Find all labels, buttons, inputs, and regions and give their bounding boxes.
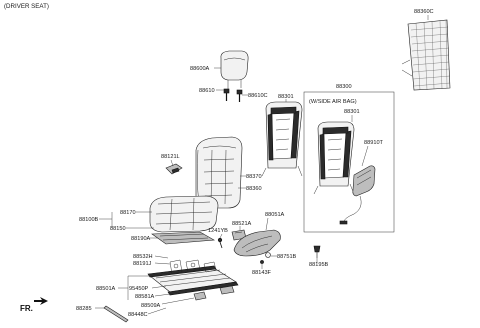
screw-88143F[interactable] — [260, 260, 264, 264]
label-88448C: 88448C — [128, 312, 148, 318]
seatback-mesh-88360C[interactable] — [401, 19, 451, 91]
label-88370: 88370 — [246, 174, 262, 180]
label-88100B: 88100B — [79, 217, 99, 223]
label-88360C: 88360C — [414, 9, 434, 15]
label-88195B: 88195B — [309, 262, 329, 268]
label-88360: 88360 — [246, 186, 262, 192]
seat-cushion-88170[interactable] — [149, 195, 219, 233]
seat-track-88501A[interactable] — [147, 259, 239, 301]
headrest-guide-88610C[interactable] — [236, 89, 243, 102]
label-88170: 88170 — [120, 210, 136, 216]
headrest-guide-88610[interactable] — [223, 88, 230, 101]
label-1241YB: 1241YB — [208, 228, 228, 234]
label-88610: 88610 — [199, 88, 215, 94]
clip-88195B[interactable] — [313, 245, 321, 258]
airbag-variant-box — [303, 91, 395, 233]
diagram-title: (DRIVER SEAT) — [4, 3, 49, 10]
label-88610C: 88610C — [248, 93, 268, 99]
seatback-frame-88301-airbag[interactable] — [313, 121, 355, 195]
label-88190A: 88190A — [131, 236, 151, 242]
label-88051A: 88051A — [265, 212, 285, 218]
label-88285: 88285 — [76, 306, 92, 312]
label-88509A: 88509A — [141, 303, 161, 309]
seatback-cover-88370[interactable] — [195, 136, 243, 209]
front-direction-label: FR. — [20, 304, 33, 313]
front-direction-arrow-icon — [34, 297, 48, 305]
label-88501A: 88501A — [96, 286, 116, 292]
label-88581A: 88581A — [135, 294, 155, 300]
label-88301-a: 88301 — [278, 94, 294, 100]
cushion-pan-88190A[interactable] — [151, 231, 215, 245]
label-88150: 88150 — [110, 226, 126, 232]
bolt-1241YB[interactable] — [217, 237, 223, 249]
label-88910T: 88910T — [364, 140, 384, 146]
label-88521A: 88521A — [232, 221, 252, 227]
label-88751B: 88751B — [277, 254, 297, 260]
label-88532H: 88532H — [133, 254, 153, 260]
label-88600A: 88600A — [190, 66, 210, 72]
lumbar-knob-88121L[interactable] — [165, 163, 183, 175]
side-airbag-88910T[interactable] — [339, 165, 376, 225]
seatback-frame-88301[interactable] — [261, 101, 303, 177]
rail-cover-88285[interactable] — [103, 305, 129, 323]
headrest-88600A[interactable] — [220, 50, 249, 90]
label-88301-b: 88301 — [344, 109, 360, 115]
label-88191J: 88191J — [133, 261, 152, 267]
box-title: (W/SIDE AIR BAG) — [309, 99, 357, 105]
knob-88751B[interactable] — [265, 252, 271, 258]
box-number: 88300 — [336, 84, 352, 90]
label-88143F: 88143F — [252, 270, 272, 276]
side-shield-88051A[interactable] — [233, 229, 281, 257]
label-88121L: 88121L — [161, 154, 180, 160]
label-95450P: 95450P — [129, 286, 149, 292]
